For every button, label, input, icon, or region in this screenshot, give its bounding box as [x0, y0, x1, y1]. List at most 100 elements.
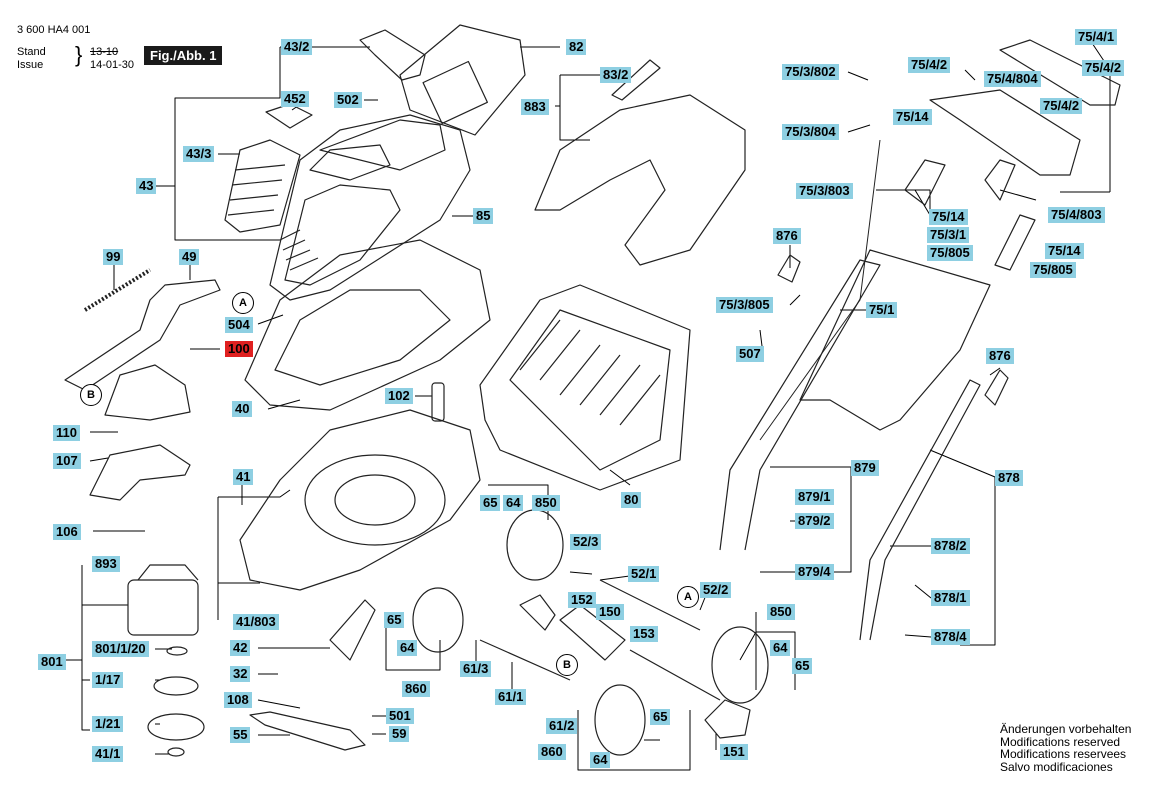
- part-label[interactable]: 75/14: [929, 209, 968, 225]
- part-label[interactable]: 801/1/20: [92, 641, 149, 657]
- part-label[interactable]: 860: [538, 744, 566, 760]
- part-label[interactable]: 110: [53, 425, 80, 441]
- part-label[interactable]: 61/1: [495, 689, 527, 705]
- part-label[interactable]: 64: [397, 640, 418, 656]
- part-label[interactable]: 1/17: [92, 672, 124, 688]
- part-label[interactable]: 75/3/803: [796, 183, 853, 199]
- part-label[interactable]: 75/3/802: [782, 64, 839, 80]
- part-label[interactable]: 43/3: [183, 146, 215, 162]
- header-brace: }: [75, 42, 83, 67]
- housing-top: [269, 114, 471, 301]
- part-label[interactable]: 102: [385, 388, 413, 404]
- part-label[interactable]: 65: [650, 709, 671, 725]
- part-label[interactable]: 80: [621, 492, 642, 508]
- part-label[interactable]: 501: [386, 708, 414, 724]
- part-label[interactable]: 43/2: [281, 39, 313, 55]
- part-label[interactable]: 106: [53, 524, 81, 540]
- part-label[interactable]: 876: [773, 228, 801, 244]
- part-label[interactable]: 65: [384, 612, 405, 628]
- stand-label: Stand: [17, 46, 46, 58]
- part-label[interactable]: 75/14: [1045, 243, 1084, 259]
- doc-number: 3 600 HA4 001: [17, 24, 91, 36]
- ref-marker-a: A: [232, 292, 254, 314]
- part-label[interactable]: 507: [736, 346, 764, 362]
- part-label[interactable]: 108: [224, 692, 252, 708]
- part-label[interactable]: 850: [767, 604, 795, 620]
- part-label[interactable]: 64: [503, 495, 524, 511]
- part-label[interactable]: 879/2: [795, 513, 834, 529]
- part-label[interactable]: 876: [986, 348, 1014, 364]
- modifications-note: Änderungen vorbehalten Modifications res…: [1000, 723, 1131, 773]
- part-label[interactable]: 61/3: [460, 661, 492, 677]
- ref-marker-a: A: [677, 586, 699, 608]
- part-label[interactable]: 504: [225, 317, 253, 333]
- part-label[interactable]: 64: [770, 640, 791, 656]
- part-label[interactable]: 75/4/803: [1048, 207, 1105, 223]
- part-label[interactable]: 85: [473, 208, 494, 224]
- part-label[interactable]: 850: [532, 495, 560, 511]
- part-label[interactable]: 502: [334, 92, 362, 108]
- part-label[interactable]: 55: [230, 727, 251, 743]
- side-cover: [224, 139, 301, 233]
- note-line: Änderungen vorbehalten: [1000, 722, 1132, 736]
- figure-label: Fig./Abb. 1: [144, 46, 223, 65]
- part-label[interactable]: 883: [521, 99, 549, 115]
- part-label[interactable]: 83/2: [600, 67, 632, 83]
- part-label[interactable]: 879: [851, 460, 879, 476]
- part-label[interactable]: 879/4: [795, 564, 834, 580]
- part-label[interactable]: 878/1: [931, 590, 970, 606]
- part-label[interactable]: 879/1: [795, 489, 834, 505]
- part-label[interactable]: 52/1: [628, 566, 660, 582]
- part-label[interactable]: 107: [53, 453, 81, 469]
- part-label[interactable]: 860: [402, 681, 430, 697]
- issue-value: 14-01-30: [90, 59, 135, 71]
- part-label[interactable]: 65: [792, 658, 813, 674]
- leader-lines: [60, 39, 1111, 771]
- part-label[interactable]: 893: [92, 556, 120, 572]
- part-label[interactable]: 52/2: [700, 582, 732, 598]
- part-label[interactable]: 42: [230, 640, 251, 656]
- part-label[interactable]: 75/3/1: [927, 227, 970, 243]
- part-label[interactable]: 64: [590, 752, 611, 768]
- part-label-highlighted[interactable]: 100: [225, 341, 253, 357]
- part-label[interactable]: 75/4/2: [908, 57, 951, 73]
- part-label[interactable]: 43: [136, 178, 157, 194]
- part-label[interactable]: 152: [568, 592, 596, 608]
- part-label[interactable]: 61/2: [546, 718, 578, 734]
- part-label[interactable]: 75/4/804: [984, 71, 1041, 87]
- wheels: [412, 509, 769, 756]
- part-label[interactable]: 52/3: [570, 534, 602, 550]
- issue-label: Issue: [17, 59, 44, 71]
- part-label[interactable]: 59: [389, 726, 410, 742]
- part-label[interactable]: 49: [179, 249, 200, 265]
- part-label[interactable]: 99: [103, 249, 124, 265]
- part-label[interactable]: 41/803: [233, 614, 279, 630]
- part-label[interactable]: 75/3/805: [716, 297, 773, 313]
- part-label[interactable]: 40: [232, 401, 253, 417]
- part-label[interactable]: 153: [630, 626, 658, 642]
- part-label[interactable]: 151: [720, 744, 748, 760]
- part-label[interactable]: 452: [281, 91, 309, 107]
- part-label[interactable]: 878/2: [931, 538, 970, 554]
- part-label[interactable]: 1/21: [92, 716, 124, 732]
- part-label[interactable]: 41: [233, 469, 254, 485]
- stand-value: 13-10: [90, 46, 119, 58]
- part-label[interactable]: 75/805: [927, 245, 973, 261]
- part-label[interactable]: 82: [566, 39, 587, 55]
- part-label[interactable]: 801: [38, 654, 66, 670]
- part-label[interactable]: 75/4/1: [1075, 29, 1118, 45]
- part-label[interactable]: 75/14: [893, 109, 932, 125]
- part-label[interactable]: 75/805: [1030, 262, 1076, 278]
- part-label[interactable]: 878: [995, 470, 1023, 486]
- part-label[interactable]: 75/3/804: [782, 124, 839, 140]
- part-label[interactable]: 41/1: [92, 746, 124, 762]
- part-label[interactable]: 75/4/2: [1040, 98, 1083, 114]
- part-label[interactable]: 75/4/2: [1082, 60, 1125, 76]
- part-label[interactable]: 75/1: [866, 302, 898, 318]
- part-label[interactable]: 878/4: [931, 629, 970, 645]
- part-label[interactable]: 65: [480, 495, 501, 511]
- part-label[interactable]: 32: [230, 666, 251, 682]
- part-label[interactable]: 150: [596, 604, 624, 620]
